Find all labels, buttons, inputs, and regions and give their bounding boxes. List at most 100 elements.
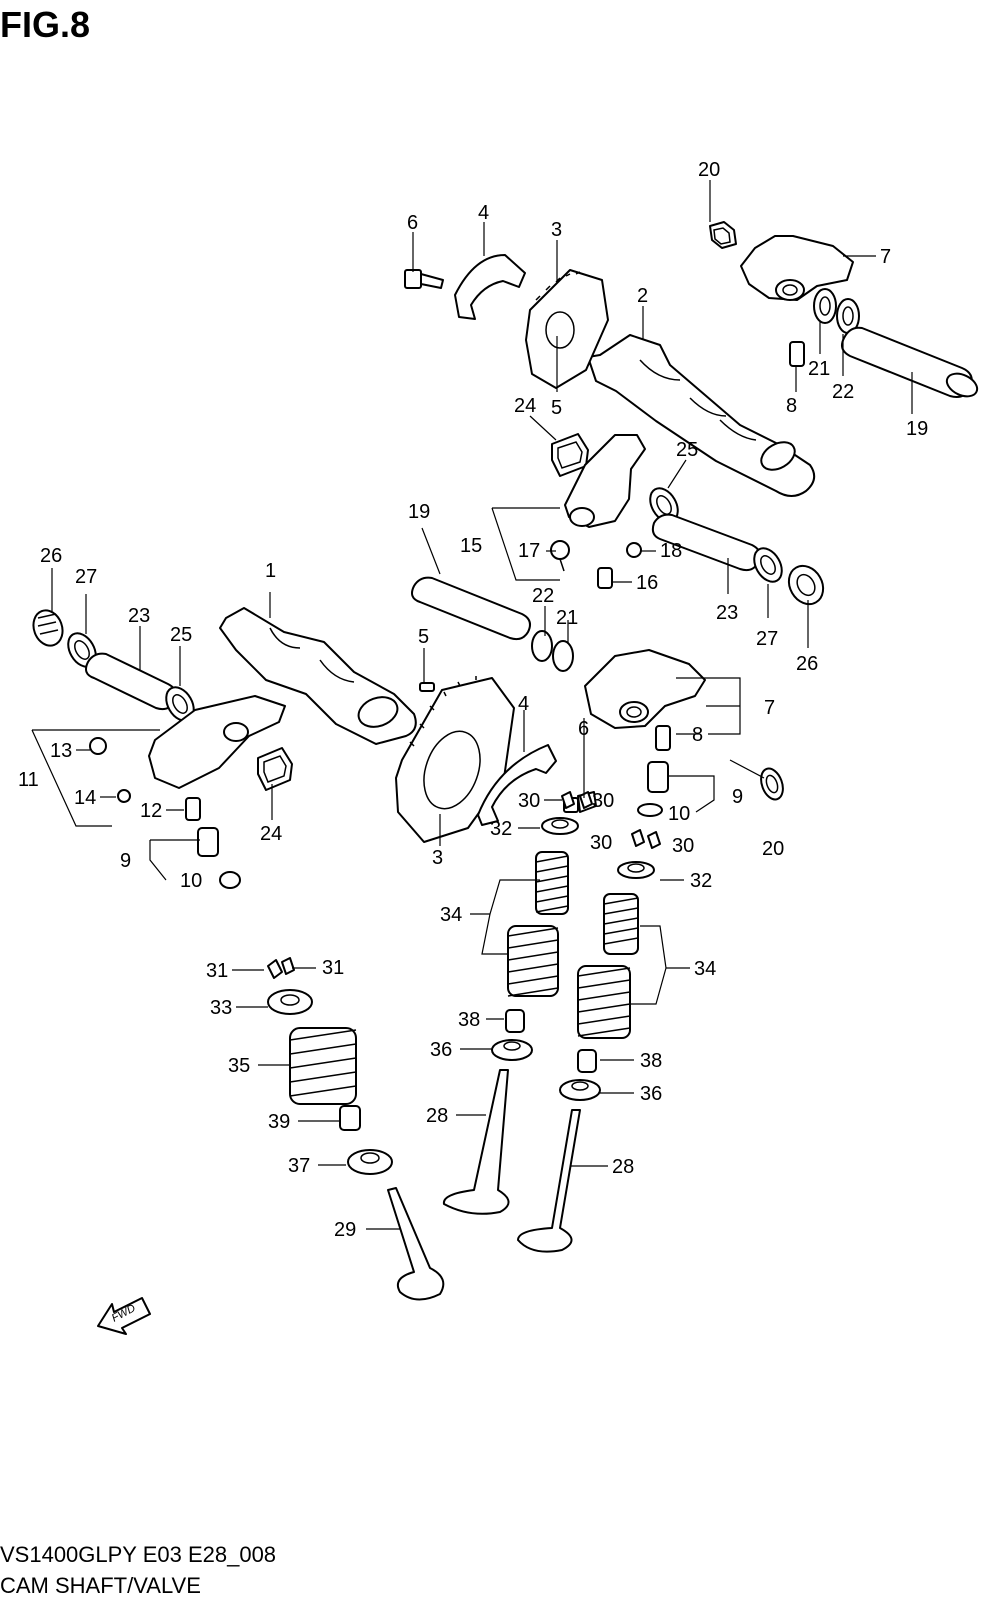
callout-25-left: 25 xyxy=(170,624,192,646)
callout-36-left: 36 xyxy=(430,1039,452,1061)
callout-25-top: 25 xyxy=(676,439,698,461)
callout-28-right: 28 xyxy=(612,1156,634,1178)
valve-29 xyxy=(387,1187,445,1301)
seat-36-right xyxy=(559,1079,601,1101)
callout-37: 37 xyxy=(288,1155,310,1177)
callout-14: 14 xyxy=(74,787,96,809)
callout-13: 13 xyxy=(50,740,72,762)
washer-21-top xyxy=(813,288,837,324)
callout-7-bottom: 7 xyxy=(764,697,775,719)
callout-10-left: 10 xyxy=(180,870,202,892)
adjuster-screw-13 xyxy=(89,737,107,755)
callout-28-left: 28 xyxy=(426,1105,448,1127)
adjuster-8-bottom xyxy=(655,725,671,751)
retainer-32-right xyxy=(617,861,655,879)
callout-23-right: 23 xyxy=(716,602,738,624)
callout-8-top: 8 xyxy=(786,395,797,417)
outer-spring-34-left xyxy=(507,925,559,997)
diagram-caption: CAM SHAFT/VALVE xyxy=(0,1573,201,1598)
dowel-pin-5-bottom xyxy=(419,682,435,692)
cotter-31-left xyxy=(267,959,283,979)
callout-22-middle: 22 xyxy=(532,585,554,607)
cotter-30-lower-left xyxy=(631,829,645,847)
callout-5-bottom: 5 xyxy=(418,626,429,648)
callout-21-middle: 21 xyxy=(556,607,578,629)
callout-32-right: 32 xyxy=(690,870,712,892)
callout-27-right: 27 xyxy=(756,628,778,650)
sprocket-3-top xyxy=(525,269,609,389)
retainer-32-left xyxy=(541,817,579,835)
callout-1: 1 xyxy=(265,560,276,582)
adjuster-screw-17 xyxy=(550,540,570,572)
callout-3-top: 3 xyxy=(551,219,562,241)
callout-20-bottom: 20 xyxy=(762,838,784,860)
cotter-31-right xyxy=(281,957,295,975)
rocker-shaft-19-middle xyxy=(411,576,531,641)
callout-19-middle: 19 xyxy=(408,501,430,523)
callout-34-right: 34 xyxy=(694,958,716,980)
washer-25-left xyxy=(165,686,195,722)
cotter-30-upper-left xyxy=(561,791,575,809)
model-code: VS1400GLPY E03 E28_008 xyxy=(0,1542,277,1567)
callout-21-top: 21 xyxy=(808,358,830,380)
callout-9-right: 9 xyxy=(732,786,743,808)
guide-4-bottom xyxy=(477,744,557,826)
callout-17: 17 xyxy=(518,540,540,562)
tappet-9-right xyxy=(647,761,669,793)
callout-4-bottom: 4 xyxy=(518,693,529,715)
cotter-30-upper-right xyxy=(579,791,593,809)
callout-38-right: 38 xyxy=(640,1050,662,1072)
callout-32-left: 32 xyxy=(490,818,512,840)
washer-25-top xyxy=(649,487,679,523)
valve-28-right xyxy=(517,1109,581,1253)
spring-35 xyxy=(289,1027,357,1105)
nut-14 xyxy=(117,789,131,803)
washer-27-right xyxy=(753,547,783,583)
callout-26-right: 26 xyxy=(796,653,818,675)
callout-10-right: 10 xyxy=(668,803,690,825)
callout-8-bottom: 8 xyxy=(692,724,703,746)
seal-39 xyxy=(339,1105,361,1131)
outer-spring-34-right xyxy=(577,965,631,1039)
valve-28-left xyxy=(442,1069,510,1215)
callout-31-left: 31 xyxy=(206,960,228,982)
callout-labels: 20 7 6 4 3 2 21 22 8 19 5 24 25 19 15 17… xyxy=(18,159,928,1241)
callout-34-left: 34 xyxy=(440,904,462,926)
callout-23-left: 23 xyxy=(128,605,150,627)
seat-37 xyxy=(347,1149,393,1175)
callout-6-top: 6 xyxy=(407,212,418,234)
callout-4-top: 4 xyxy=(478,202,489,224)
fwd-arrow-icon: FWD xyxy=(97,1297,151,1335)
callout-31-right: 31 xyxy=(322,957,344,979)
callout-38-left: 38 xyxy=(458,1009,480,1031)
callout-30-upper-left: 30 xyxy=(518,790,540,812)
rocker-arm-15 xyxy=(564,434,646,528)
guide-4-top xyxy=(454,254,526,320)
bushing-24-left xyxy=(257,747,293,791)
bushing-20-bottom xyxy=(760,767,784,801)
callout-9-left: 9 xyxy=(120,850,131,872)
rocker-arm-7-top xyxy=(740,235,854,301)
callout-11: 11 xyxy=(18,769,39,791)
figure-title: FIG.8 xyxy=(0,4,91,45)
inner-spring-34-right xyxy=(603,893,639,955)
nut-18 xyxy=(626,542,642,558)
callout-33: 33 xyxy=(210,997,232,1019)
callout-19-top: 19 xyxy=(906,418,928,440)
callout-24-top: 24 xyxy=(514,395,536,417)
callout-26-left: 26 xyxy=(40,545,62,567)
leader-lines xyxy=(31,180,913,1230)
callout-20-top: 20 xyxy=(698,159,720,181)
rocker-arm-11 xyxy=(148,695,286,789)
callout-35: 35 xyxy=(228,1055,250,1077)
plug-26-right xyxy=(787,564,825,606)
tappet-9-left xyxy=(197,827,219,857)
inner-spring-34-left xyxy=(535,851,569,915)
seat-36-left xyxy=(491,1039,533,1061)
adjuster-8-top xyxy=(789,341,805,367)
bolt-6-top xyxy=(404,269,444,289)
bushing-20-top xyxy=(709,221,737,249)
washer-10-left xyxy=(219,871,241,889)
callout-39: 39 xyxy=(268,1111,290,1133)
